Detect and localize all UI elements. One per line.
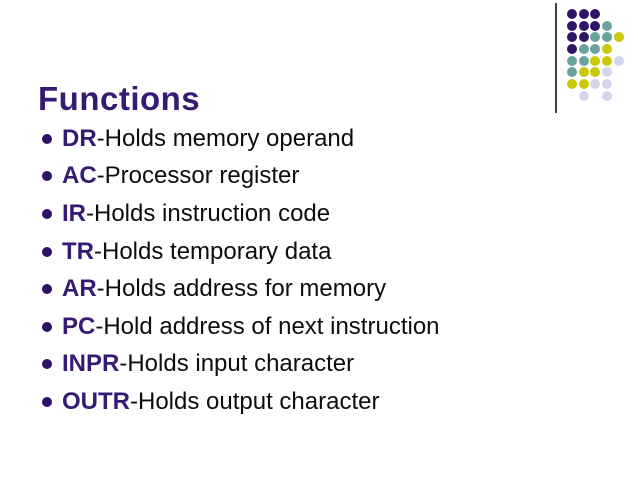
bullet-icon xyxy=(42,208,52,219)
divider-line xyxy=(555,3,557,113)
bullet-text: IR-Holds instruction code xyxy=(62,199,331,227)
pattern-dot xyxy=(601,67,612,78)
register-name: AR xyxy=(62,275,97,303)
pattern-dot xyxy=(601,78,612,89)
bullet-icon xyxy=(42,171,52,182)
pattern-dot xyxy=(590,91,600,101)
register-description: -Holds instruction code xyxy=(86,199,331,227)
pattern-dot xyxy=(567,91,577,101)
bullet-icon xyxy=(42,396,52,407)
pattern-dot xyxy=(590,67,601,78)
bullet-text: AR-Holds address for memory xyxy=(62,277,386,301)
bullet-icon xyxy=(42,246,52,257)
pattern-dot xyxy=(590,43,601,54)
register-name: AC xyxy=(62,162,97,190)
pattern-dot xyxy=(613,32,624,43)
pattern-dot xyxy=(601,32,612,43)
pattern-dot xyxy=(614,9,624,19)
pattern-dot xyxy=(590,55,601,66)
bullet-text: TR-Holds temporary data xyxy=(62,237,332,265)
pattern-dot xyxy=(590,32,601,43)
pattern-dot xyxy=(578,8,589,19)
pattern-dot xyxy=(566,78,577,89)
bullet-text: DR-Holds memory operand xyxy=(62,124,355,152)
list-item: IR-Holds instruction code xyxy=(42,195,440,233)
pattern-dot xyxy=(601,43,612,54)
list-item: AC-Processor register xyxy=(42,158,440,196)
register-name: TR xyxy=(62,237,94,265)
pattern-dot xyxy=(566,8,577,19)
pattern-dot xyxy=(601,90,612,101)
pattern-dot xyxy=(566,20,577,31)
register-name: DR xyxy=(62,124,97,152)
pattern-dot xyxy=(578,32,589,43)
register-name: OUTR xyxy=(62,387,130,415)
pattern-dot xyxy=(590,8,601,19)
dot-pattern-decoration xyxy=(566,8,624,102)
pattern-dot xyxy=(613,55,624,66)
bullet-icon xyxy=(42,359,52,370)
register-description: -Holds temporary data xyxy=(94,237,332,265)
pattern-dot xyxy=(578,78,589,89)
bullet-text: AC-Processor register xyxy=(62,164,299,188)
pattern-dot xyxy=(602,9,612,19)
list-item: OUTR-Holds output character xyxy=(42,383,440,421)
register-description: -Holds memory operand xyxy=(96,124,355,152)
list-item: TR-Holds temporary data xyxy=(42,233,440,271)
pattern-dot xyxy=(578,20,589,31)
pattern-dot xyxy=(578,55,589,66)
pattern-dot xyxy=(566,43,577,54)
register-description: -Holds input character xyxy=(119,350,355,378)
pattern-dot xyxy=(614,21,624,31)
register-name: INPR xyxy=(62,350,120,378)
bullet-icon xyxy=(42,133,52,144)
pattern-dot xyxy=(590,20,601,31)
bullet-text: OUTR-Holds output character xyxy=(62,387,380,415)
bullet-list: DR-Holds memory operand AC-Processor reg… xyxy=(42,120,440,421)
register-name: IR xyxy=(62,199,86,227)
slide-title: Functions xyxy=(38,80,201,118)
bullet-icon xyxy=(42,321,52,332)
pattern-dot xyxy=(566,32,577,43)
bullet-text: INPR-Holds input character xyxy=(62,352,354,376)
pattern-dot xyxy=(578,90,589,101)
pattern-dot xyxy=(590,78,601,89)
list-item: INPR-Holds input character xyxy=(42,346,440,384)
pattern-dot xyxy=(566,67,577,78)
pattern-dot xyxy=(614,44,624,54)
register-description: -Hold address of next instruction xyxy=(95,312,440,340)
register-name: PC xyxy=(62,312,96,340)
bullet-icon xyxy=(42,284,52,295)
pattern-dot xyxy=(614,91,624,101)
bullet-text: PC-Hold address of next instruction xyxy=(62,312,440,340)
register-description: -Holds address for memory xyxy=(96,275,387,303)
pattern-dot xyxy=(578,67,589,78)
pattern-dot xyxy=(601,20,612,31)
list-item: PC-Hold address of next instruction xyxy=(42,308,440,346)
pattern-dot xyxy=(614,67,624,77)
list-item: AR-Holds address for memory xyxy=(42,270,440,308)
pattern-dot xyxy=(601,55,612,66)
pattern-dot xyxy=(578,43,589,54)
list-item: DR-Holds memory operand xyxy=(42,120,440,158)
register-description: -Processor register xyxy=(96,162,300,190)
register-description: -Holds output character xyxy=(130,387,380,415)
pattern-dot xyxy=(566,55,577,66)
pattern-dot xyxy=(614,79,624,89)
